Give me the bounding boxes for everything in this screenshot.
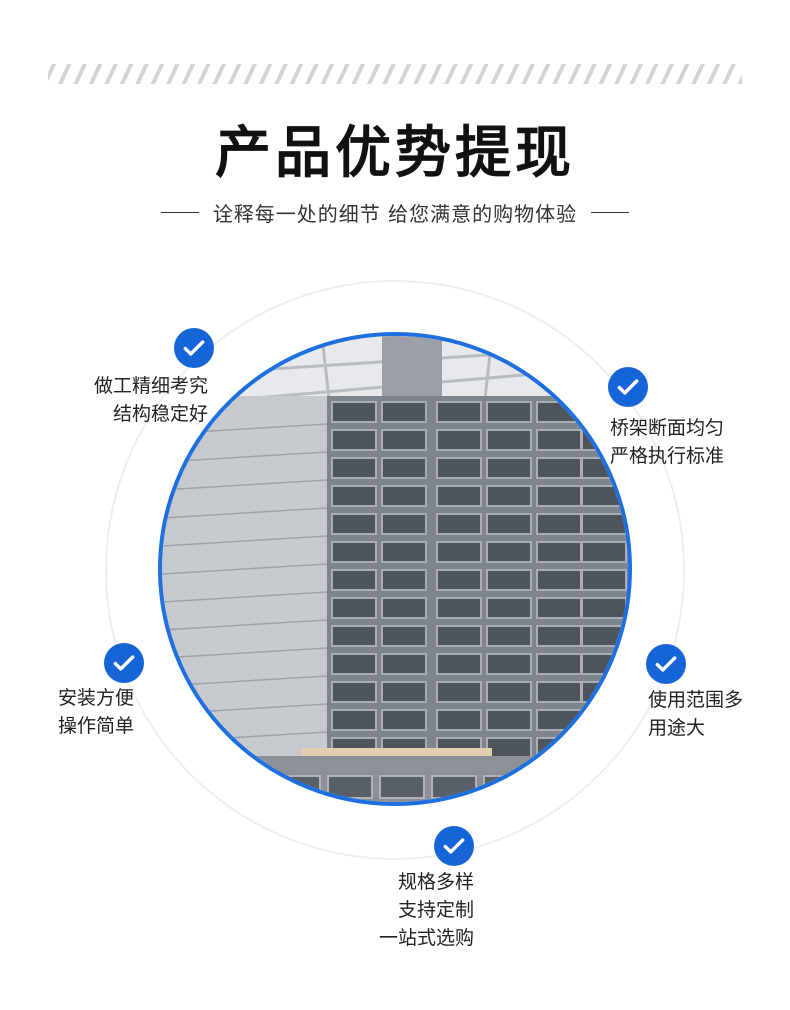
feature-line: 规格多样 [397,871,474,893]
subtitle-row: 诠释每一处的细节 给您满意的购物体验 [0,198,790,227]
page-title: 产品优势提现 [215,121,575,186]
check-circle-icon [104,643,144,683]
feature-easy-install: 安装方便 操作简单 [58,684,134,740]
check-circle-icon [608,367,648,407]
decorative-stripe-bar [48,64,742,84]
feature-line: 支持定制 [397,899,474,921]
check-circle-icon [434,826,474,866]
feature-line: 严格执行标准 [610,445,725,467]
page-subtitle: 诠释每一处的细节 给您满意的购物体验 [212,202,578,226]
outer-ring [105,280,685,860]
product-photo [158,332,632,806]
feature-customization: 规格多样 支持定制 一站式选购 [379,868,474,952]
feature-line: 做工精细考究 [93,375,208,397]
feature-line: 操作简单 [58,715,135,737]
feature-line: 使用范围多 [648,689,744,711]
subtitle-dash-right [591,212,630,213]
feature-line: 安装方便 [58,687,135,709]
feature-wide-usage: 使用范围多 用途大 [648,686,743,742]
feature-line: 结构稳定好 [112,403,208,425]
feature-line: 用途大 [648,717,706,739]
feature-line: 桥架断面均匀 [610,417,725,439]
check-circle-icon [646,644,686,684]
check-circle-icon [174,328,214,368]
feature-craftsmanship: 做工精细考究 结构稳定好 [94,372,208,428]
feature-line: 一站式选购 [378,927,474,949]
feature-uniform-section: 桥架断面均匀 严格执行标准 [610,414,724,470]
subtitle-dash-left [160,212,199,213]
